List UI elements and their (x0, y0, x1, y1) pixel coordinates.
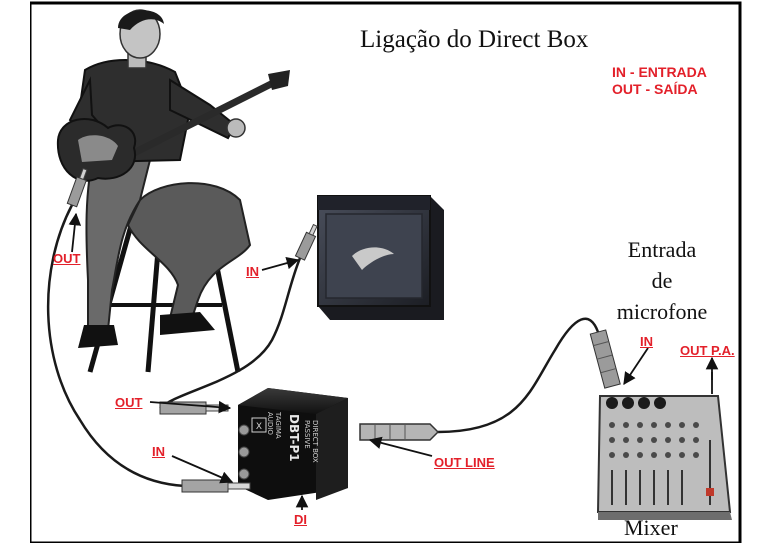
model-text: DBT-P1 (287, 414, 301, 462)
guitar-amp-icon (317, 195, 444, 320)
mic-input-line2: de (651, 268, 673, 293)
brand-text-1: TAGIMA (274, 411, 282, 439)
page-title: Ligação do Direct Box (360, 26, 589, 53)
mic-input-line1: Entrada (627, 237, 697, 262)
direct-box-icon: X TAGIMA AUDIO DBT-P1 PASSIVE DIRECT BOX (238, 388, 348, 500)
label-dibox-in: IN (152, 444, 165, 459)
label-mixer-in: IN (640, 334, 653, 349)
mic-input-label: Entrada de microfone (596, 234, 728, 327)
svg-text:X: X (256, 422, 262, 432)
mixer-label: Mixer (624, 515, 678, 540)
label-di: DI (294, 512, 307, 527)
cables (46, 204, 600, 488)
cable-di-to-amp (159, 257, 302, 409)
arrows (68, 212, 719, 510)
type-text-1: PASSIVE (303, 420, 311, 449)
electric-guitar-icon (56, 70, 290, 182)
label-dibox-out: OUT (115, 395, 143, 410)
guitarist-figure (56, 9, 290, 373)
label-guitar-out: OUT (53, 251, 81, 266)
cable-di-to-mixer (437, 317, 600, 434)
cable-guitar-to-di (46, 204, 186, 488)
brand-text-2: AUDIO (266, 412, 274, 435)
xlr-connector-icon (359, 329, 621, 441)
mixer-icon (596, 395, 732, 520)
legend-in: IN - ENTRADA (612, 64, 707, 80)
page-frame (28, 1, 742, 543)
legend-out: OUT - SAÍDA (612, 81, 698, 97)
label-out-line: OUT LINE (434, 455, 495, 470)
type-text-2: DIRECT BOX (311, 420, 319, 463)
mic-input-line3: microfone (616, 299, 708, 324)
label-mixer-out-pa: OUT P.A. (680, 343, 735, 358)
label-amp-in: IN (246, 264, 259, 279)
